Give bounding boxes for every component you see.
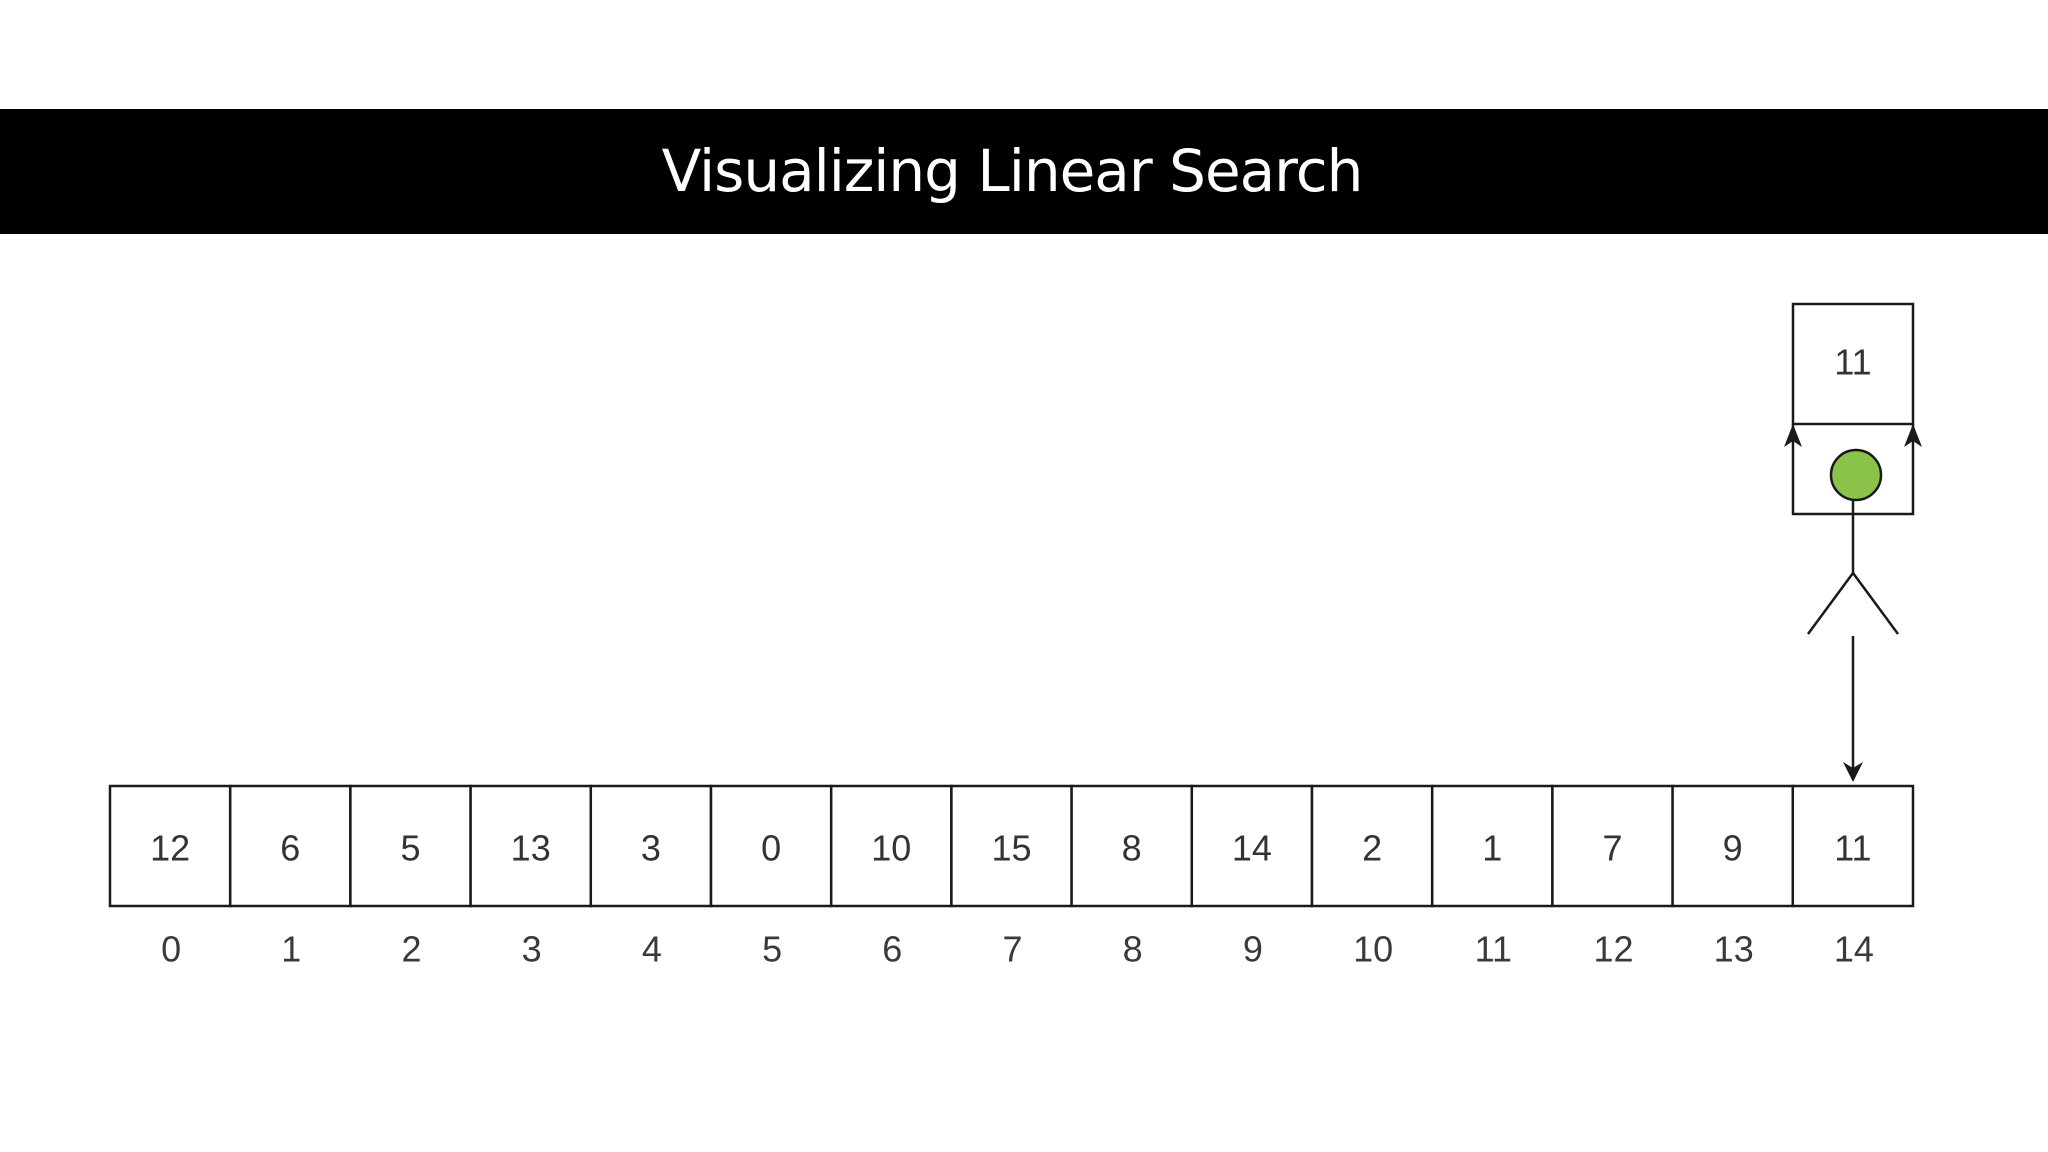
array-cell-value: 2 [1362,828,1382,869]
array-cell-value: 7 [1602,828,1622,869]
array-cell: 13 [469,784,593,908]
array-cell-value: 10 [871,828,911,869]
array-index-label: 11 [1475,929,1512,970]
array-cell-value: 3 [641,828,661,869]
array-cell-value: 15 [991,828,1031,869]
array-cell-box [1070,784,1194,908]
array-index-label: 0 [161,929,181,970]
array-index-label: 6 [882,929,902,970]
array-cell: 14 [1190,784,1314,908]
target-box-outline [1791,302,1915,426]
array-cell-box [1671,784,1795,908]
array-index-label: 10 [1353,929,1393,970]
page-title: Visualizing Linear Search [661,136,1364,205]
target-box: 11 [1791,302,1915,426]
array-cell-value: 14 [1232,828,1272,869]
figure-legs [1806,570,1900,635]
array-cell: 1 [1430,784,1554,908]
array-cell: 15 [950,784,1073,908]
array-cell: 8 [1070,784,1194,908]
array-cell-value: 12 [150,828,190,869]
array-cell-value: 1 [1482,828,1502,869]
array-index-label: 3 [522,929,542,970]
array-cell: 12 [108,784,232,908]
array-cell-box [469,784,593,908]
array-cell: 10 [829,784,953,908]
array-index-label: 14 [1834,929,1874,970]
array-index-label: 8 [1123,929,1143,970]
array-cell: 7 [1551,784,1674,908]
array-cell: 6 [228,784,352,908]
array-cell: 2 [1310,784,1434,908]
array-cell-value: 6 [280,828,300,869]
stick-figure-icon [1784,424,1922,635]
array-cell-box [108,784,232,908]
array-cell-box [829,784,953,908]
array-cell-value: 9 [1723,828,1743,869]
array-cell-box [950,784,1073,908]
array-cell: 0 [709,784,833,908]
array-cell-box [589,784,713,908]
target-value: 11 [1834,342,1871,383]
array-cell-value: 5 [400,828,420,869]
array-index-label: 5 [762,929,782,970]
array-cell-box [1791,784,1915,908]
array-index-label: 7 [1002,929,1022,970]
array-index-label: 12 [1593,929,1633,970]
array-cell: 5 [349,784,472,908]
array-cell-value: 0 [761,828,781,869]
array-cell-box [1190,784,1314,908]
array-cell-box [709,784,833,908]
title-bar: Visualizing Linear Search [0,109,2048,234]
left-arrow-head-icon [1784,424,1802,447]
right-arrow-head-icon [1904,424,1922,447]
array-cell-value: 8 [1122,828,1142,869]
array-cell-value: 13 [511,828,551,869]
array-cell-box [1310,784,1434,908]
array-cell-box [1551,784,1674,908]
array-index-label: 1 [281,929,301,970]
array-index-label: 2 [401,929,421,970]
array-cell: 11 [1791,784,1915,908]
array-cell: 3 [589,784,713,908]
array: 12 6 5 13 3 0 10 15 8 14 2 1 7 9 11 [108,784,1915,908]
figure-head [1829,448,1883,502]
array-cell-box [1430,784,1554,908]
array-cell: 9 [1671,784,1795,908]
array-index-label: 9 [1243,929,1263,970]
array-cell-value: 11 [1834,828,1871,869]
array-index-label: 13 [1714,929,1754,970]
array-index-label: 4 [642,929,662,970]
